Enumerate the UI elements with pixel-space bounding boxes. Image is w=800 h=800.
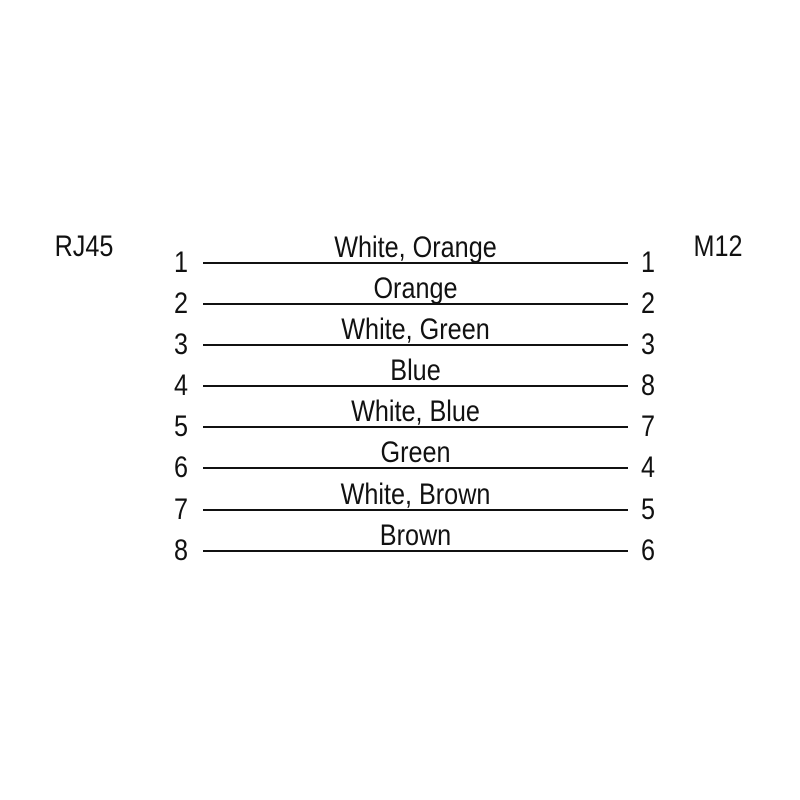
wire-line [203,385,628,387]
rj45-pin: 3 [173,328,189,361]
left-connector-label: RJ45 [54,230,114,263]
m12-pin: 3 [640,328,656,361]
m12-pin: 8 [640,369,656,402]
wire-line [203,550,628,552]
rj45-pin: 6 [173,451,189,484]
wire-color-label: Orange [373,272,458,305]
wire-color-label: Brown [379,519,452,552]
wire-color-label: White, Brown [340,478,491,511]
rj45-pin: 2 [173,287,189,320]
rj45-pin: 5 [173,410,189,443]
wire-color-label: White, Blue [351,395,480,428]
wire-line [203,344,628,346]
wire-color-label: Blue [390,354,441,387]
wire-color-label: Green [380,436,451,469]
m12-pin: 7 [640,410,656,443]
rj45-pin: 1 [173,246,189,279]
wire-color-label: White, Orange [334,231,497,264]
rj45-pin: 8 [173,534,189,567]
wire-line [203,467,628,469]
m12-pin: 6 [640,534,656,567]
rj45-pin: 4 [173,369,189,402]
right-connector-label: M12 [693,230,743,263]
rj45-pin: 7 [173,493,189,526]
m12-pin: 5 [640,493,656,526]
wire-line [203,303,628,305]
wire-line [203,509,628,511]
wire-line [203,426,628,428]
m12-pin: 4 [640,451,656,484]
wire-color-label: White, Green [341,313,490,346]
m12-pin: 1 [640,246,656,279]
m12-pin: 2 [640,287,656,320]
wire-line [203,262,628,264]
